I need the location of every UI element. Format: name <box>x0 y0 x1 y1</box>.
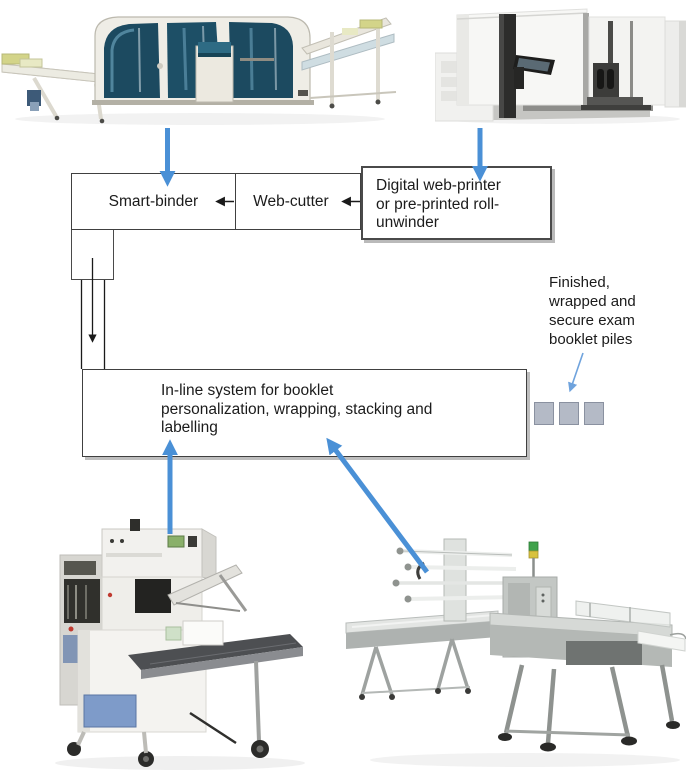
arrow-note-to-piles <box>568 352 584 393</box>
arrow-flowwrapper-to-inline-box <box>326 437 429 574</box>
booklet-pile <box>559 402 579 425</box>
binder-cutter-box-group: Smart-binder Web-cutter <box>71 173 361 230</box>
binder-output-sub-box <box>71 230 114 280</box>
web-cutter-label: Web-cutter <box>253 192 329 210</box>
web-printer-photo <box>435 8 686 124</box>
finished-piles-note: Finished, wrapped and secure exam bookle… <box>549 274 636 348</box>
web-cutter-box: Web-cutter <box>234 174 360 229</box>
booklet-pile <box>584 402 604 425</box>
smart-binder-label: Smart-binder <box>108 192 199 210</box>
flow-wrapper-photo <box>345 538 686 767</box>
digital-web-printer-box: Digital web-printer or pre-printed roll-… <box>361 166 552 240</box>
smart-binder-photo <box>1 16 397 125</box>
booklet-pile <box>534 402 554 425</box>
inline-system-box: In-line system for booklet personalizati… <box>82 369 527 457</box>
inline-system-label: In-line system for booklet personalizati… <box>161 382 433 436</box>
wrapping-machine-photo <box>55 519 305 770</box>
smart-binder-box: Smart-binder <box>72 174 235 229</box>
booklet-piles <box>534 402 606 425</box>
